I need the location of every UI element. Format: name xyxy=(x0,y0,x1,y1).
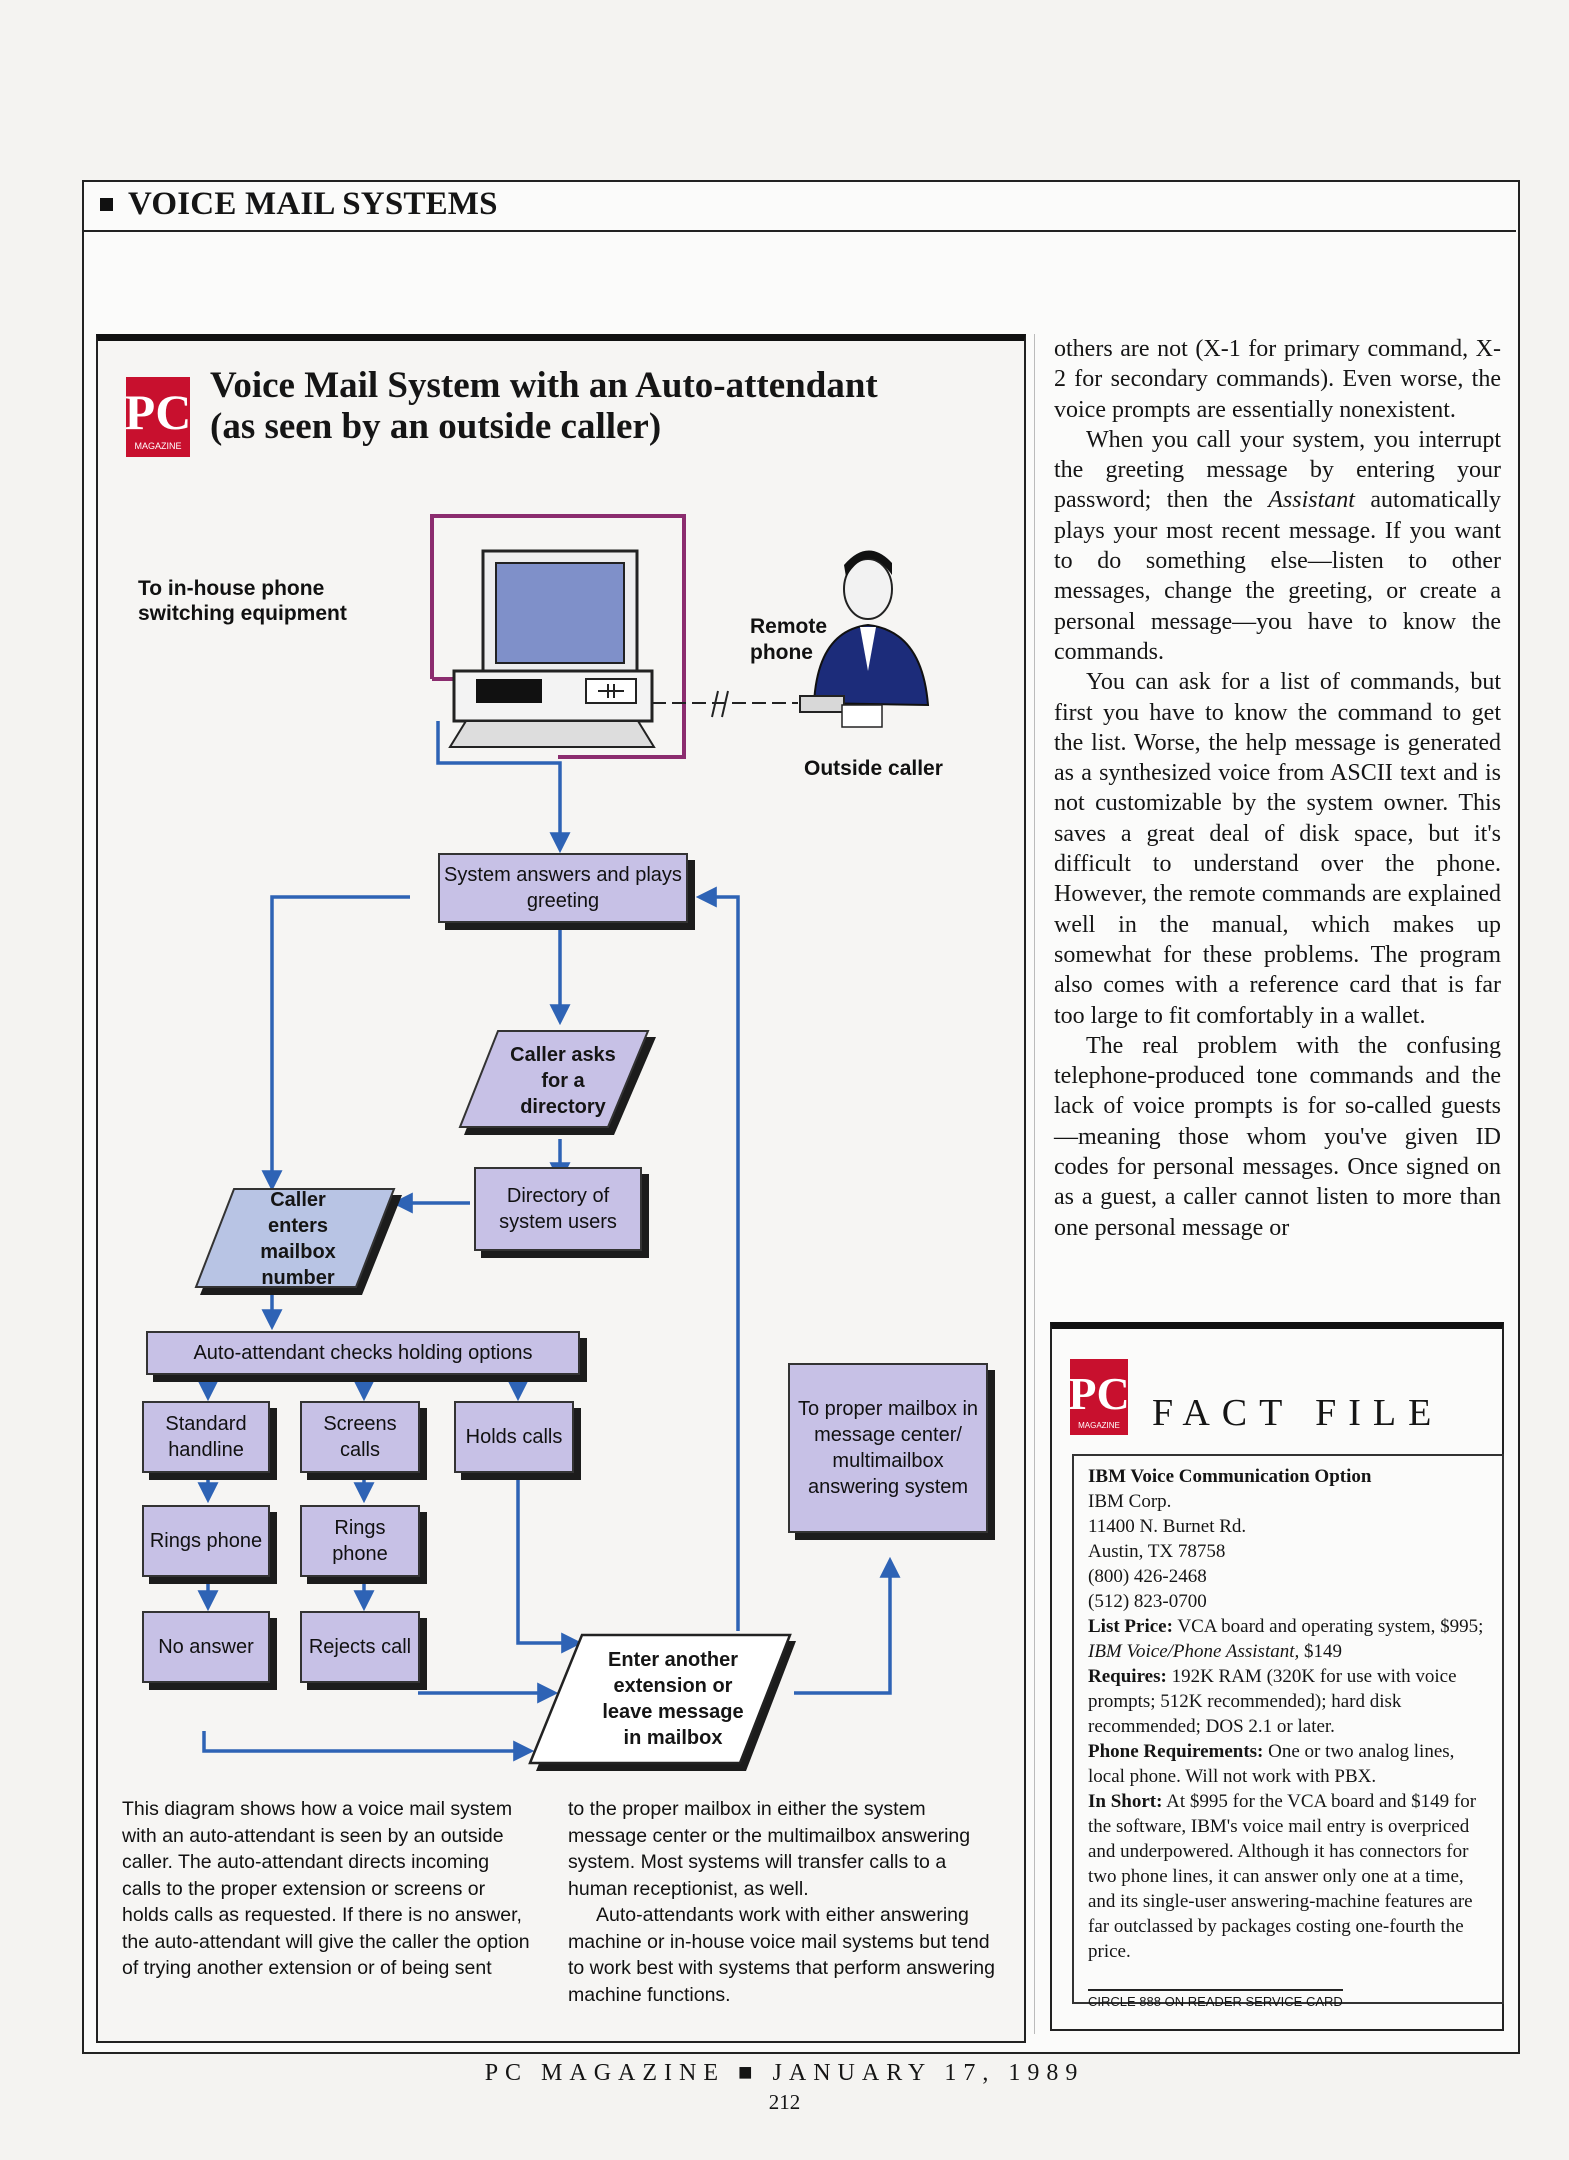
node-no-answer: No answer xyxy=(142,1611,270,1683)
node-screens: Screens calls xyxy=(300,1401,420,1473)
fact-list-price-em: IBM Voice/Phone Assistant, xyxy=(1088,1641,1300,1662)
section-bullet xyxy=(100,198,113,211)
node-enter-another-shape xyxy=(528,1633,796,1771)
caption-right-p2: Auto-attendants work with either answeri… xyxy=(568,1904,995,2006)
fact-phone-req-label: Phone Requirements: xyxy=(1088,1741,1264,1762)
node-ring1: Rings phone xyxy=(142,1505,270,1577)
figure-panel: PC MAGAZINE Voice Mail System with an Au… xyxy=(96,334,1026,2043)
article-p4: The real problem with the confusing tele… xyxy=(1054,1032,1501,1241)
fact-phone-req: Phone Requirements: One or two analog li… xyxy=(1088,1739,1488,1789)
node-directory-request-shape xyxy=(458,1030,656,1135)
article-p2-em: Assistant xyxy=(1268,487,1355,514)
fact-in-short-label: In Short: xyxy=(1088,1791,1163,1812)
fact-requires-text: 192K RAM (320K for use with voice prompt… xyxy=(1088,1666,1457,1737)
pc-magazine-logo: PC MAGAZINE xyxy=(126,377,190,457)
node-enter-another: Enter another extension or leave message… xyxy=(602,1649,744,1749)
fact-company: IBM Corp. xyxy=(1088,1491,1172,1512)
fact-file-details: IBM Voice Communication Option IBM Corp.… xyxy=(1072,1454,1504,2004)
node-ring2: Rings phone xyxy=(300,1505,420,1577)
node-rejects: Rejects call xyxy=(300,1611,420,1683)
fact-file-box: PC MAGAZINE FACT FILE IBM Voice Communic… xyxy=(1050,1322,1504,2031)
figure-title-line1: Voice Mail System with an Auto-attendant xyxy=(210,365,878,406)
fact-phone2: (512) 823-0700 xyxy=(1088,1591,1207,1612)
fact-file-logo: PC MAGAZINE xyxy=(1070,1359,1128,1435)
fact-phone1: (800) 426-2468 xyxy=(1088,1566,1207,1587)
node-enters-mailbox-shape xyxy=(194,1188,402,1295)
fact-address1: 11400 N. Burnet Rd. xyxy=(1088,1516,1247,1537)
node-checks-options: Auto-attendant checks holding options xyxy=(146,1331,580,1375)
node-standard: Standard handline xyxy=(142,1401,270,1473)
svg-text:PC: PC xyxy=(126,384,190,440)
section-header: VOICE MAIL SYSTEMS xyxy=(82,180,1516,232)
outside-caller-illustration xyxy=(799,550,930,728)
article-p2-a: When you call your system, you interrupt… xyxy=(1054,426,1501,514)
inhouse-label-line2: switching equipment xyxy=(138,602,347,625)
node-directory-request: Caller asks for a directory xyxy=(510,1044,616,1118)
fact-address2: Austin, TX 78758 xyxy=(1088,1541,1226,1562)
fact-list-price: List Price: VCA board and operating syst… xyxy=(1088,1614,1488,1664)
node-holds: Holds calls xyxy=(454,1401,574,1473)
page-number: 212 xyxy=(768,2090,801,2114)
remote-phone-label-line2: phone xyxy=(750,641,813,664)
figure-title: Voice Mail System with an Auto-attendant… xyxy=(210,365,878,447)
section-title: VOICE MAIL SYSTEMS xyxy=(128,186,498,222)
svg-text:PC: PC xyxy=(1070,1368,1128,1419)
caption-left-text: This diagram shows how a voice mail syst… xyxy=(122,1798,530,1979)
fact-list-price-label: List Price: xyxy=(1088,1616,1173,1637)
fact-list-price-b: $149 xyxy=(1299,1641,1343,1662)
column-rule xyxy=(1034,334,1035,2034)
remote-phone-label-line1: Remote xyxy=(750,615,827,638)
page-footer: PC MAGAZINE ■ JANUARY 17, 1989 xyxy=(484,2060,1085,2086)
figure-caption-right: to the proper mailbox in either the syst… xyxy=(568,1796,998,2008)
article-column: others are not (X-1 for primary command,… xyxy=(1054,334,1501,1243)
article-p3: You can ask for a list of commands, but … xyxy=(1054,669,1501,1029)
fact-file-heading: FACT FILE xyxy=(1152,1392,1444,1434)
node-directory: Directory of system users xyxy=(474,1167,642,1251)
article-p2: When you call your system, you interrupt… xyxy=(1054,425,1501,667)
node-proper-mailbox: To proper mailbox in message center/ mul… xyxy=(788,1363,988,1533)
reader-service-line: CIRCLE 888 ON READER SERVICE CARD xyxy=(1088,1989,1343,2009)
fact-requires: Requires: 192K RAM (320K for use with vo… xyxy=(1088,1664,1488,1739)
wire-path xyxy=(430,514,686,759)
svg-text:MAGAZINE: MAGAZINE xyxy=(134,441,181,451)
fact-product: IBM Voice Communication Option xyxy=(1088,1466,1372,1487)
fact-phone-req-text: One or two analog lines, local phone. Wi… xyxy=(1088,1741,1455,1787)
fact-requires-label: Requires: xyxy=(1088,1666,1167,1687)
fact-list-price-a: VCA board and operating system, $995; xyxy=(1172,1616,1484,1637)
outside-caller-label: Outside caller xyxy=(804,757,943,780)
caption-right-p1: to the proper mailbox in either the syst… xyxy=(568,1798,971,1900)
node-enters-mailbox: Caller enters mailbox number xyxy=(260,1189,336,1289)
node-greeting: System answers and plays greeting xyxy=(438,853,688,923)
fact-in-short-text: At $995 for the VCA board and $149 for t… xyxy=(1088,1791,1477,1962)
svg-text:MAGAZINE: MAGAZINE xyxy=(1078,1421,1120,1430)
article-p1: others are not (X-1 for primary command,… xyxy=(1054,336,1501,423)
computer-illustration xyxy=(448,549,656,748)
figure-title-line2: (as seen by an outside caller) xyxy=(210,406,662,447)
figure-caption-left: This diagram shows how a voice mail syst… xyxy=(122,1796,532,1982)
inhouse-label-line1: To in-house phone xyxy=(138,577,324,600)
article-p2-b: automatically plays your most recent mes… xyxy=(1054,487,1501,665)
fact-in-short: In Short: At $995 for the VCA board and … xyxy=(1088,1789,1488,1964)
